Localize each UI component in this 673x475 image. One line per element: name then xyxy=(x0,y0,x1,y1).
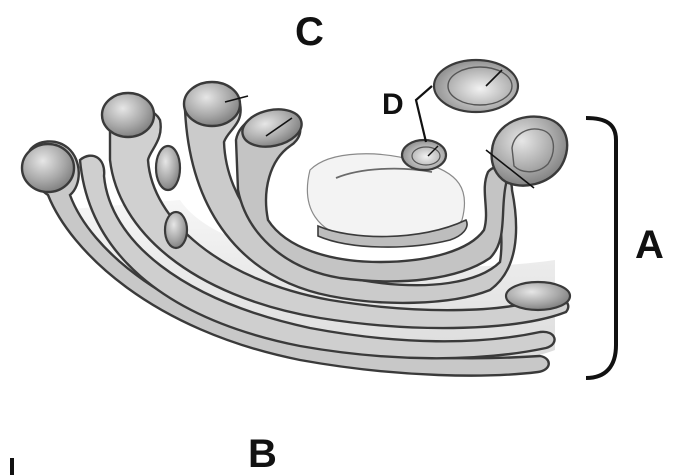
cisterna-4-bulb xyxy=(184,82,240,126)
bracket-a xyxy=(586,118,616,378)
label-d-leader xyxy=(416,86,432,142)
cisterna-3-end-bulb xyxy=(506,282,570,310)
label-a: A xyxy=(635,225,664,265)
cisterna-3-bulb xyxy=(102,93,154,137)
vesicle-small xyxy=(402,140,446,170)
label-b: B xyxy=(248,434,277,474)
label-c: C xyxy=(295,12,324,52)
label-d: D xyxy=(382,90,404,120)
inner-lumen xyxy=(307,154,464,241)
stray-mark xyxy=(10,458,14,475)
fenestration-2 xyxy=(165,212,187,248)
vesicle-large xyxy=(434,60,518,112)
fenestration-1 xyxy=(156,146,180,190)
cisterna-outer-1-bulb xyxy=(22,144,74,192)
cisterna-right-bulb xyxy=(492,117,568,186)
